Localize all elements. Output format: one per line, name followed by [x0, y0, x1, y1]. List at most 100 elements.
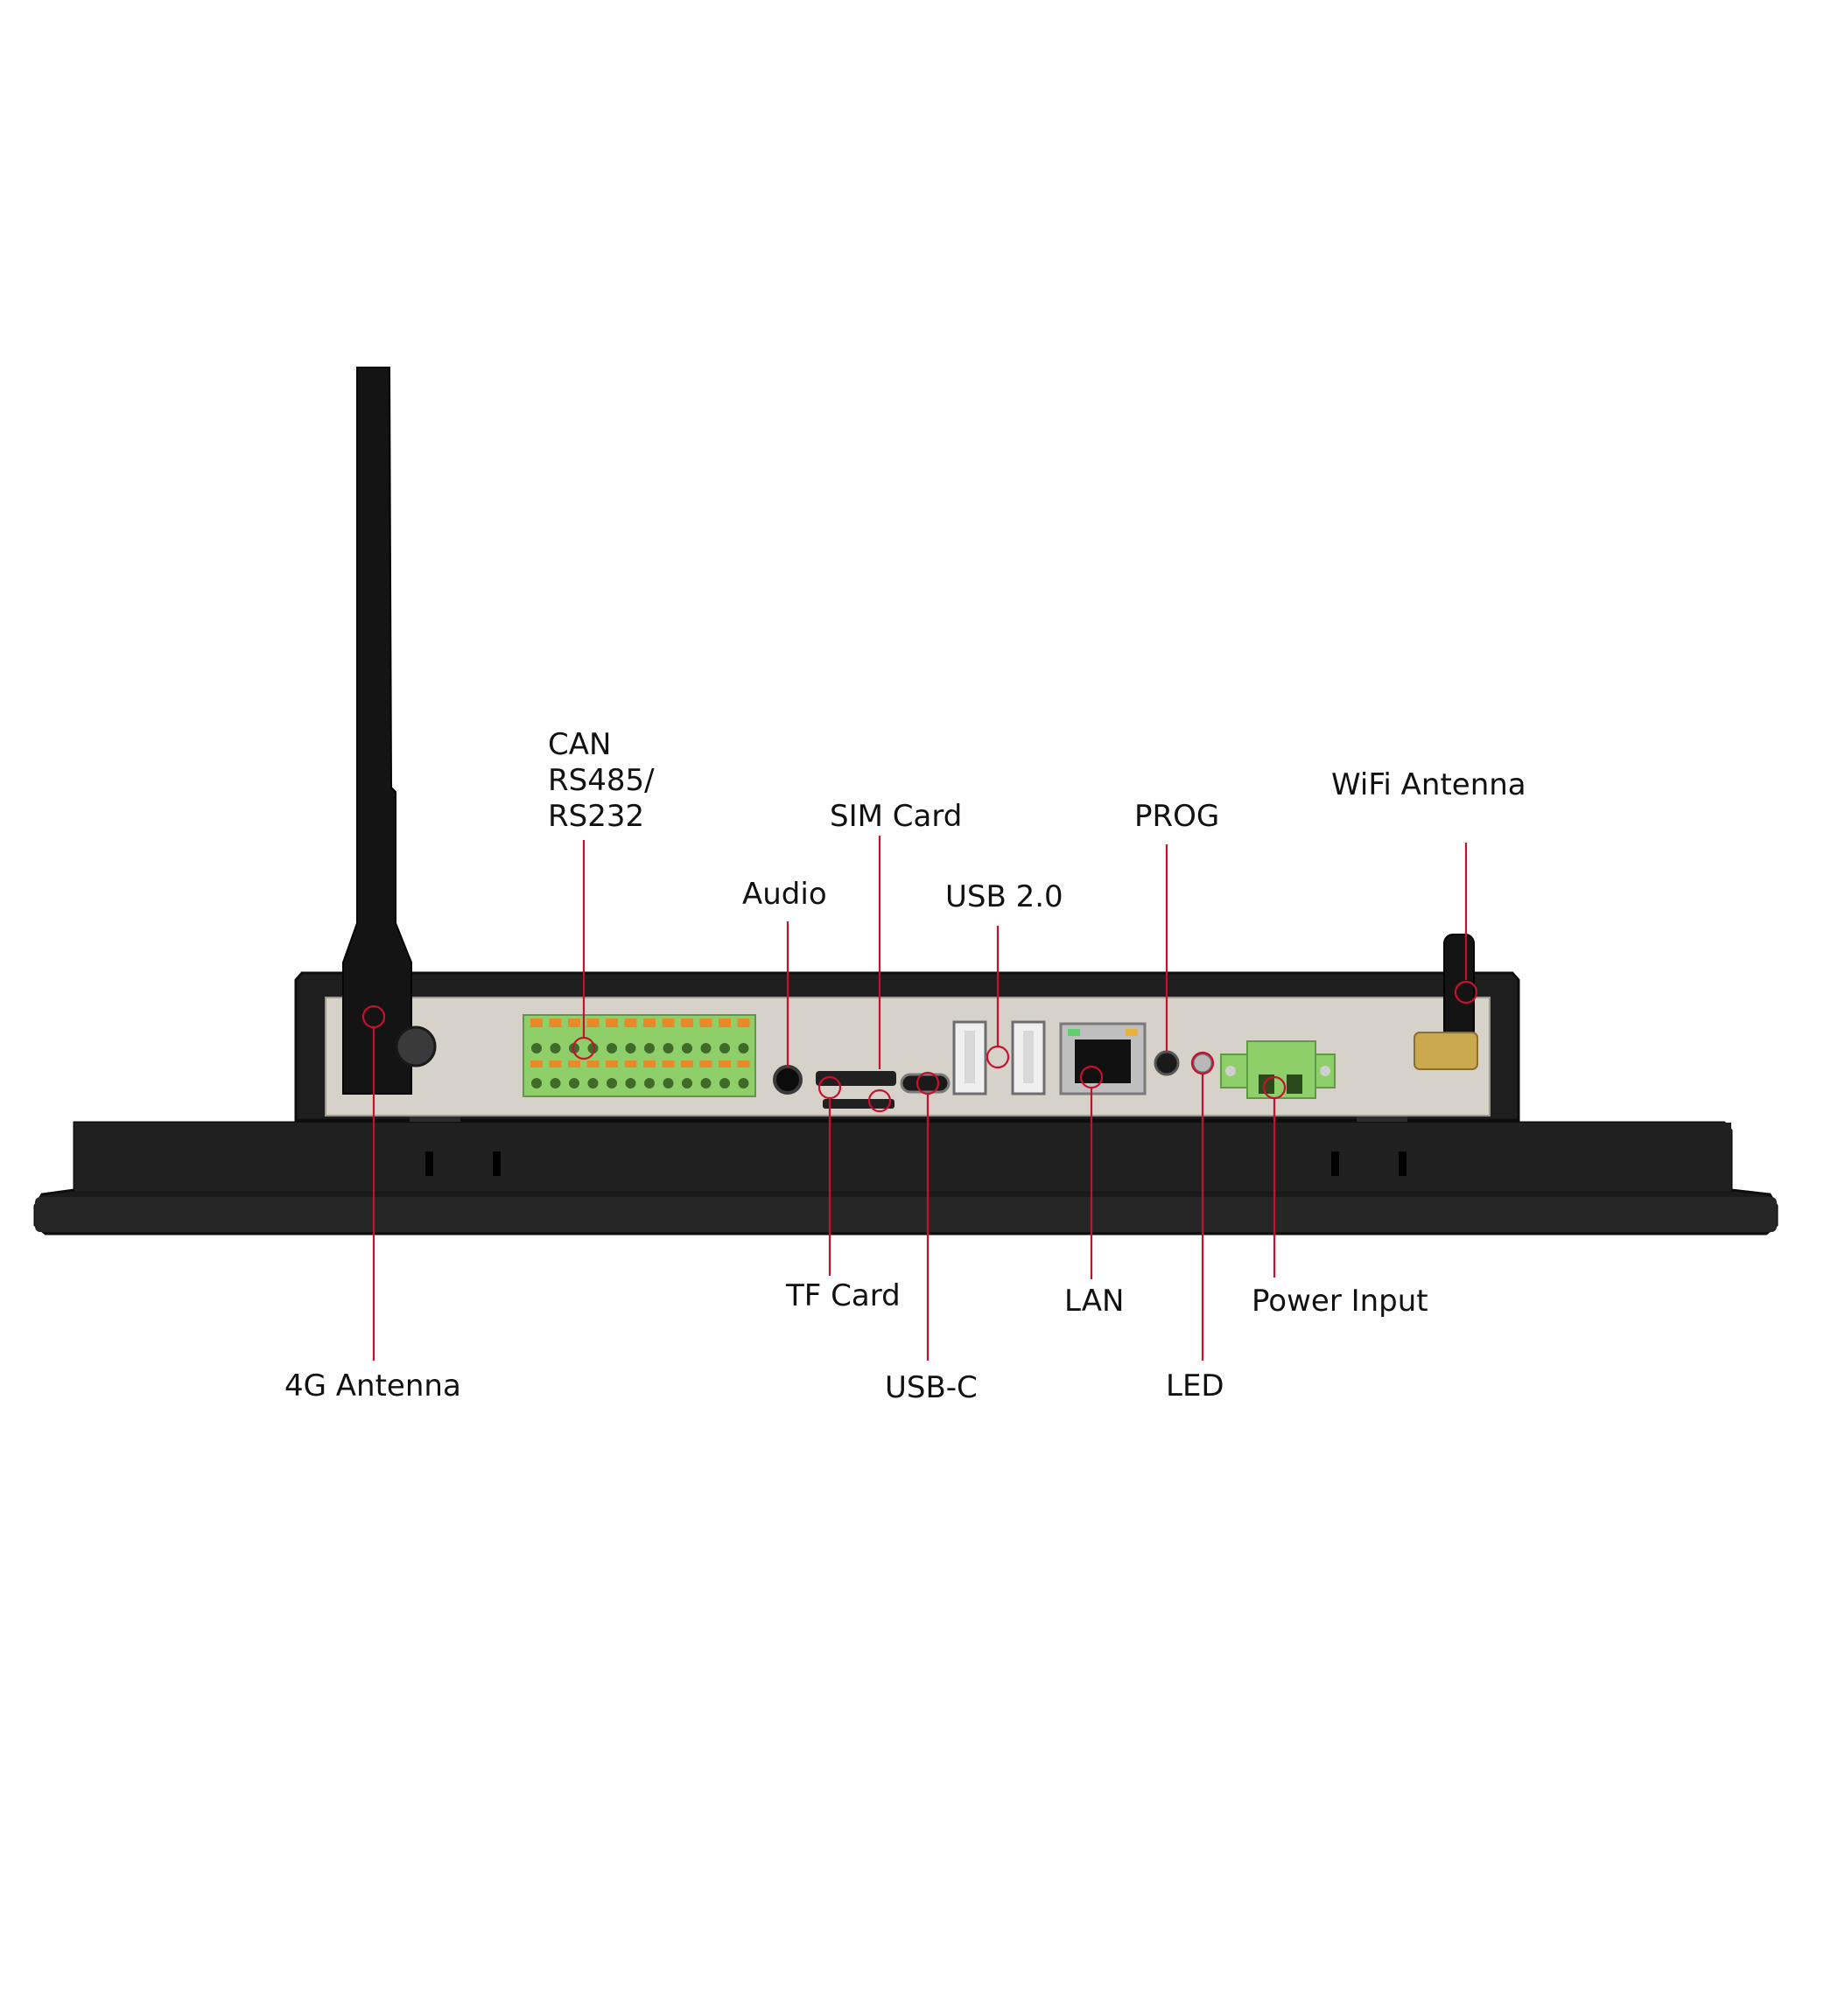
usb-2-0-port-2-tongue — [1023, 1031, 1034, 1083]
wifi-antenna-sma-connector — [1414, 1032, 1478, 1070]
lan-led-green — [1068, 1029, 1080, 1036]
label-4g-antenna: 4G Antenna — [284, 1368, 461, 1404]
terminal-pin-hole — [569, 1078, 579, 1088]
label-prog: PROG — [1134, 799, 1219, 834]
label-can-rs485-rs232: CAN RS485/ RS232 — [548, 727, 663, 834]
terminal-pin-hole — [682, 1078, 692, 1088]
terminal-release-tab — [643, 1018, 656, 1027]
label-usb-c: USB-C — [885, 1370, 978, 1405]
terminal-release-tab — [549, 1060, 562, 1068]
terminal-release-tab — [662, 1060, 675, 1068]
terminal-pin-hole — [607, 1078, 617, 1088]
label-led: LED — [1166, 1368, 1224, 1404]
terminal-pin-hole — [644, 1078, 655, 1088]
vent-slot-1 — [425, 1152, 433, 1176]
terminal-pin-hole — [719, 1043, 730, 1054]
power-input-body — [1246, 1040, 1316, 1099]
power-input-screw-left — [1225, 1066, 1236, 1076]
terminal-pin-hole — [663, 1043, 674, 1054]
device-rim — [35, 1197, 1777, 1232]
terminal-release-tab — [586, 1060, 600, 1068]
terminal-pin-hole — [663, 1078, 674, 1088]
terminal-release-tab — [624, 1018, 637, 1027]
terminal-pin-hole — [738, 1043, 749, 1054]
callout-labels: CAN RS485/ RS232 SIM Card PROG WiFi Ante… — [284, 727, 1526, 1405]
terminal-block-body — [523, 1014, 756, 1097]
sim-card-slot — [816, 1071, 896, 1086]
vent-slot-3 — [1331, 1152, 1339, 1176]
4g-antenna-whip — [342, 367, 412, 1095]
terminal-release-tab — [606, 1018, 618, 1027]
terminal-release-tab — [681, 1018, 693, 1027]
terminal-release-tab — [643, 1060, 656, 1068]
terminal-release-tab — [549, 1018, 562, 1027]
terminal-pin-hole — [700, 1078, 712, 1088]
terminal-release-tab — [681, 1060, 693, 1068]
terminal-pin-hole — [550, 1043, 561, 1054]
usb-2-0-port-1-tongue — [965, 1031, 975, 1083]
terminal-pin-hole — [719, 1078, 730, 1088]
terminal-pin-hole — [682, 1043, 692, 1054]
vent-slot-2 — [493, 1152, 501, 1176]
audio-jack — [773, 1065, 803, 1095]
marker-can-rs485-rs232 — [572, 1036, 596, 1060]
terminal-pin-hole — [625, 1043, 636, 1054]
usb-c-port — [900, 1073, 951, 1094]
terminal-pin-hole — [738, 1078, 749, 1088]
callout-leaders — [361, 836, 1478, 1361]
device-chassis-top-face — [74, 1123, 1731, 1191]
terminal-release-tab — [606, 1060, 618, 1068]
terminal-release-tab — [719, 1018, 731, 1027]
power-input-connector — [1220, 1040, 1336, 1099]
prog-button — [1154, 1050, 1180, 1076]
label-usb-2-0: USB 2.0 — [945, 879, 1063, 914]
terminal-release-tab — [624, 1060, 637, 1068]
label-wifi-antenna: WiFi Antenna — [1331, 767, 1526, 802]
label-can-rs485-rs232-line-2: RS485/ — [548, 763, 655, 798]
label-can-rs485-rs232-line-3: RS232 — [548, 799, 644, 834]
terminal-release-tab — [568, 1018, 580, 1027]
marker-sim-card — [867, 1088, 892, 1113]
label-can-rs485-rs232-line-1: CAN — [548, 727, 611, 762]
terminal-release-tab — [568, 1060, 580, 1068]
label-lan: LAN — [1064, 1284, 1124, 1319]
terminal-release-tab — [530, 1060, 543, 1068]
power-input-hole-1 — [1259, 1074, 1274, 1094]
terminal-pin-hole — [531, 1078, 542, 1088]
terminal-release-tab — [737, 1060, 750, 1068]
terminal-release-tab — [719, 1060, 731, 1068]
terminal-pin-hole — [700, 1043, 712, 1054]
terminal-pin-hole — [587, 1078, 599, 1088]
terminal-release-tab — [699, 1060, 712, 1068]
terminal-release-tab — [699, 1018, 712, 1027]
power-input-screw-right — [1320, 1066, 1330, 1076]
terminal-pin-hole — [550, 1078, 561, 1088]
4g-antenna-nut — [395, 1026, 437, 1068]
terminal-release-tab — [530, 1018, 543, 1027]
wifi-antenna-body — [1443, 934, 1475, 1040]
terminal-block — [523, 1014, 756, 1097]
label-tf-card: TF Card — [785, 1278, 901, 1313]
device-body — [33, 971, 1778, 1236]
terminal-pins — [530, 1018, 750, 1088]
terminal-pin-hole — [607, 1043, 617, 1054]
label-sim-card: SIM Card — [830, 799, 962, 834]
terminal-release-tab — [586, 1018, 600, 1027]
label-power-input: Power Input — [1252, 1284, 1428, 1319]
lan-led-amber — [1126, 1029, 1138, 1036]
power-input-hole-2 — [1287, 1074, 1302, 1094]
marker-usb-2-0 — [986, 1045, 1010, 1069]
terminal-pin-hole — [531, 1043, 542, 1054]
vent-slot-4 — [1399, 1152, 1407, 1176]
terminal-release-tab — [662, 1018, 675, 1027]
terminal-pin-hole — [644, 1043, 655, 1054]
4g-antenna-hardware — [342, 367, 437, 1095]
marker-wifi-antenna — [1454, 980, 1478, 1004]
terminal-pin-hole — [625, 1078, 636, 1088]
label-audio: Audio — [742, 877, 827, 912]
terminal-pin-hole — [587, 1043, 599, 1054]
led-indicator — [1191, 1052, 1214, 1074]
terminal-release-tab — [737, 1018, 750, 1027]
tf-card-slot — [823, 1099, 894, 1109]
